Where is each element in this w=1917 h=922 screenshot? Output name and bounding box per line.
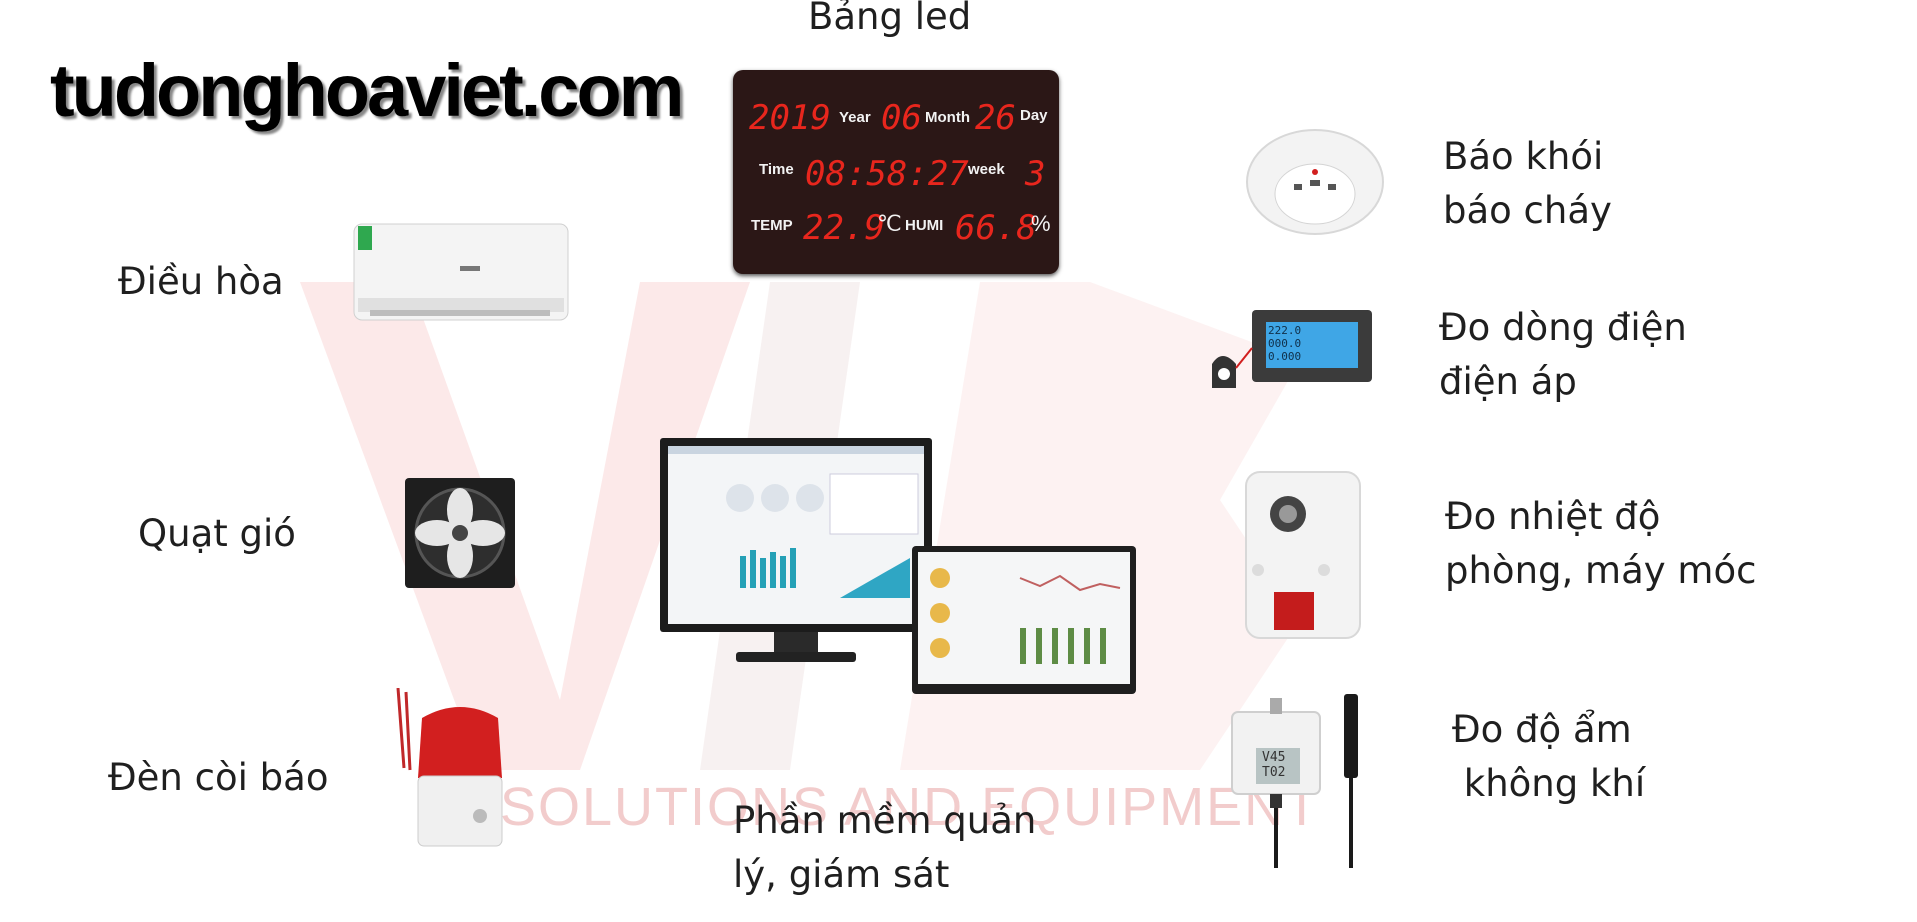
label-fan: Quạt gió xyxy=(138,512,296,555)
humidity-sensor-icon xyxy=(1231,694,1358,868)
led-week-label: week xyxy=(968,161,1005,178)
siren-light-icon xyxy=(396,688,503,847)
sensor-line2: T02 xyxy=(1262,765,1286,780)
label-power-line1: Đo dòng điện xyxy=(1439,306,1687,349)
led-month-label: Month xyxy=(925,109,970,126)
meter-line3: 0.000 xyxy=(1268,350,1302,363)
power-meter-icon xyxy=(1212,310,1372,388)
label-smoke-line1: Báo khói xyxy=(1443,135,1604,178)
watermark-tagline: SOLUTIONS AND EQUIPMENT xyxy=(500,777,1321,837)
led-humi: 66.8 xyxy=(955,208,1037,248)
led-day-label: Day xyxy=(1020,107,1048,124)
label-humidity-line2: không khí xyxy=(1452,762,1646,805)
label-led-board: Bảng led xyxy=(808,0,972,38)
meter-line1: 222.0 xyxy=(1268,324,1302,337)
led-board: 2019 Year 06 Month 26 Day Time 08:58:27 … xyxy=(733,70,1059,274)
label-temp-line2: phòng, máy móc xyxy=(1445,549,1757,592)
led-time: 08:58:27 xyxy=(805,154,969,194)
temperature-sensor-icon xyxy=(1245,471,1361,639)
monitoring-software-icon xyxy=(660,438,1136,694)
smoke-detector-icon xyxy=(1246,129,1384,235)
site-logo: tudonghoaviet.com xyxy=(50,49,684,132)
led-temp-label: TEMP xyxy=(751,217,793,234)
exhaust-fan-icon xyxy=(405,478,515,588)
meter-line2: 000.0 xyxy=(1268,337,1302,350)
label-aircon: Điều hòa xyxy=(118,260,284,303)
led-humi-label: HUMI xyxy=(905,217,944,234)
air-conditioner-icon xyxy=(353,223,569,321)
sensor-line1: V45 xyxy=(1262,750,1286,765)
label-temp-line1: Đo nhiệt độ xyxy=(1445,495,1661,538)
led-day: 26 xyxy=(975,98,1016,138)
sensor-readout: V45 T02 xyxy=(1262,750,1285,780)
led-week: 3 xyxy=(1025,154,1046,194)
label-humidity-line1: Đo độ ẩm xyxy=(1452,708,1632,751)
led-time-label: Time xyxy=(759,161,794,178)
led-temp: 22.9 xyxy=(803,208,885,248)
led-month: 06 xyxy=(881,98,922,138)
led-year-label: Year xyxy=(839,109,871,126)
label-software-line2: lý, giám sát xyxy=(733,853,950,896)
led-humi-unit: % xyxy=(1031,211,1051,236)
label-power-line2: điện áp xyxy=(1439,360,1577,403)
label-siren: Đèn còi báo xyxy=(108,756,329,799)
label-software-line1: Phần mềm quản xyxy=(733,799,1037,842)
led-temp-unit: ℃ xyxy=(877,211,902,236)
led-year: 2019 xyxy=(749,98,831,138)
meter-readout: 222.0 000.0 0.000 xyxy=(1268,324,1301,363)
label-smoke-line2: báo cháy xyxy=(1443,189,1612,232)
